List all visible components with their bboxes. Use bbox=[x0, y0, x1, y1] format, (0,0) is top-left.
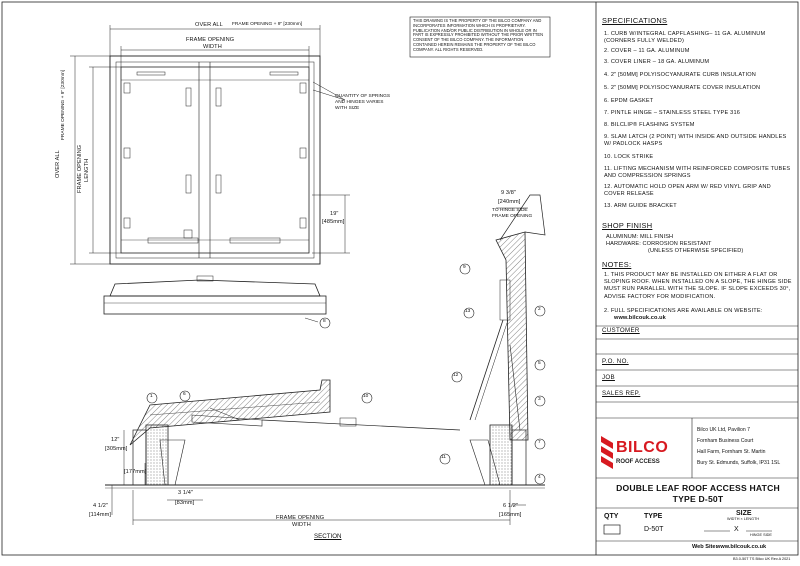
spec-item-5: 5. 2" [50MM] POLYISOCYANURATE COVER INSU… bbox=[604, 85, 761, 91]
dim-9-3-8-note-1: TO HINGE SIDE bbox=[492, 208, 528, 213]
callout-7: 7 bbox=[538, 440, 541, 445]
spec-item-12: 12. AUTOMATIC HOLD OPEN ARM W/ RED VINYL… bbox=[604, 184, 771, 198]
callout-8: 8 bbox=[323, 319, 326, 324]
callout-4: 4 bbox=[538, 475, 541, 480]
shop-finish-aluminum: ALUMINUM: MILL FINISH bbox=[606, 234, 674, 240]
job-field: JOB bbox=[602, 374, 615, 381]
sales-rep-field: SALES REP. bbox=[602, 390, 641, 397]
hinge-side-label: HINGE SIDE bbox=[750, 533, 772, 537]
dim-overall-left: OVER ALL bbox=[55, 150, 61, 178]
dim-overall-top: OVER ALL bbox=[195, 22, 223, 28]
type-header: TYPE bbox=[644, 513, 663, 520]
spec-item-11: 11. LIFTING MECHANISM WITH REINFORCED CO… bbox=[604, 166, 791, 180]
dim-frame-opening-length-2: LENGTH bbox=[84, 158, 90, 182]
dim-9-3-8-note-2: FRAME OPENING bbox=[492, 214, 533, 219]
note-2: 2. FULL SPECIFICATIONS ARE AVAILABLE ON … bbox=[604, 308, 763, 314]
dim-9-3-8-mm: [240mm] bbox=[498, 199, 521, 205]
size-header: SIZE bbox=[736, 510, 752, 517]
notice-box bbox=[409, 16, 551, 58]
springs-note-3: WITH SIZE bbox=[335, 106, 360, 111]
callout-11: 11 bbox=[441, 455, 446, 460]
address-line-2: Fornham Business Court bbox=[697, 438, 754, 444]
dim-3-1-4-mm: [83mm] bbox=[175, 500, 195, 506]
address-line-3: Hall Farm, Fornham St. Martin bbox=[697, 449, 766, 455]
dim-3-1-4: 3 1/4" bbox=[178, 490, 194, 496]
section-dimensions bbox=[111, 207, 528, 525]
section-label: SECTION bbox=[314, 533, 342, 540]
address-line-1: Bilco UK Ltd, Pavilion 7 bbox=[697, 427, 750, 433]
footer-code: B3.0-50T TS Bilco UK Rev.A 2021 bbox=[733, 557, 791, 561]
spec-item-4: 4. 2" [50MM] POLYISOCYANURATE CURB INSUL… bbox=[604, 72, 756, 78]
dim-4-1-2-mm: [114mm] bbox=[89, 512, 112, 518]
spec-item-10: 10. LOCK STRIKE bbox=[604, 154, 654, 160]
address-line-4: Bury St. Edmunds, Suffolk, IP31 1SL bbox=[697, 460, 781, 466]
callout-12: 12 bbox=[453, 373, 459, 378]
specifications-heading: SPECIFICATIONS bbox=[602, 16, 668, 25]
callout-circles bbox=[146, 263, 546, 485]
type-value: D-50T bbox=[644, 526, 664, 533]
dim-19-mm: [485mm] bbox=[322, 219, 345, 225]
dim-frame-opening-width-1: FRAME OPENING bbox=[186, 37, 235, 43]
note-website: www.bilcouk.co.uk bbox=[614, 315, 666, 321]
dim-fo-width-bottom-2: WIDTH bbox=[292, 522, 311, 528]
callout-9: 9 bbox=[463, 265, 466, 270]
size-subheader: WIDTH × LENGTH bbox=[727, 517, 760, 521]
proprietary-notice: THIS DRAWING IS THE PROPERTY OF THE BILC… bbox=[413, 18, 544, 52]
callout-2: 2 bbox=[538, 307, 541, 312]
title-block bbox=[596, 325, 798, 542]
size-x-mark: X bbox=[734, 526, 739, 533]
qty-header: QTY bbox=[604, 513, 619, 520]
shop-finish-hardware: HARDWARE: CORROSION RESISTANT bbox=[606, 241, 712, 247]
callout-13: 13 bbox=[465, 309, 471, 314]
dim-frame-opening-length-1: FRAME OPENING bbox=[77, 144, 83, 193]
website-url: www.bilcouk.co.uk bbox=[716, 544, 767, 550]
shop-finish-heading: SHOP FINISH bbox=[602, 221, 653, 230]
title-line-2: TYPE D-50T bbox=[672, 494, 724, 504]
dim-frame-opening-plus: FRAME OPENING + 9" [230mm] bbox=[232, 22, 303, 27]
spec-item-7: 7. PINTLE HINGE – STAINLESS STEEL TYPE 3… bbox=[604, 110, 741, 116]
note-1: 1. THIS PRODUCT MAY BE INSTALLED ON EITH… bbox=[604, 272, 792, 300]
notes-heading: NOTES: bbox=[602, 260, 632, 269]
section-view bbox=[105, 194, 546, 489]
side-elevation bbox=[103, 275, 327, 323]
plan-view bbox=[109, 55, 321, 265]
callout-6: 6 bbox=[183, 392, 186, 397]
spec-item-6: 6. EPDM GASKET bbox=[604, 98, 654, 104]
springs-note-2: AND HINGES VARIES bbox=[335, 100, 384, 105]
customer-field: CUSTOMER bbox=[602, 327, 640, 334]
plan-dimensions bbox=[70, 25, 350, 265]
bilco-logo-mark bbox=[601, 436, 613, 469]
dim-frame-opening-plus-left: FRAME OPENING + 9" [230mm] bbox=[61, 69, 66, 140]
dim-fo-width-bottom-1: FRAME OPENING bbox=[276, 515, 325, 521]
spec-item-8: 8. BILCLIP® FLASHING SYSTEM bbox=[604, 122, 695, 128]
spec-item-1: 1. CURB W/INTEGRAL CAPFLASHING– 11 GA. A… bbox=[604, 31, 766, 45]
title-line-1: DOUBLE LEAF ROOF ACCESS HATCH bbox=[616, 483, 780, 493]
spec-item-13: 13. ARM GUIDE BRACKET bbox=[604, 203, 677, 209]
callout-10: 10 bbox=[363, 394, 369, 399]
callout-3: 3 bbox=[538, 397, 541, 402]
callout-1: 1 bbox=[150, 394, 153, 399]
dim-9-3-8: 9 3/8" bbox=[501, 190, 517, 196]
springs-note-1: QUANTITY OF SPRINGS bbox=[335, 94, 391, 99]
dim-frame-opening-width-2: WIDTH bbox=[203, 44, 222, 50]
dim-4-1-2: 4 1/2" bbox=[93, 503, 109, 509]
dim-6-1-2: 6 1/2" bbox=[503, 503, 519, 509]
shop-finish-hardware-note: (UNLESS OTHERWISE SPECIFIED) bbox=[648, 248, 744, 254]
dim-6-1-2-mm: [165mm] bbox=[499, 512, 522, 518]
bilco-tagline: ROOF ACCESS bbox=[616, 459, 660, 465]
dim-177: [177mm] bbox=[124, 469, 147, 475]
bilco-brand: BILCO bbox=[616, 439, 669, 456]
spec-item-9: 9. SLAM LATCH (2 POINT) WITH INSIDE AND … bbox=[604, 134, 787, 148]
dim-19: 19" bbox=[330, 211, 339, 217]
callout-5: 5 bbox=[538, 361, 541, 366]
spec-item-2: 2. COVER – 11 GA. ALUMINUM bbox=[604, 48, 690, 54]
dim-12: 12" bbox=[111, 437, 120, 443]
dim-12-mm: [305mm] bbox=[105, 446, 128, 452]
website-label: Web Site: bbox=[692, 544, 718, 550]
spec-item-3: 3. COVER LINER – 18 GA. ALUMINUM bbox=[604, 59, 710, 65]
po-field: P.O. NO. bbox=[602, 358, 629, 365]
